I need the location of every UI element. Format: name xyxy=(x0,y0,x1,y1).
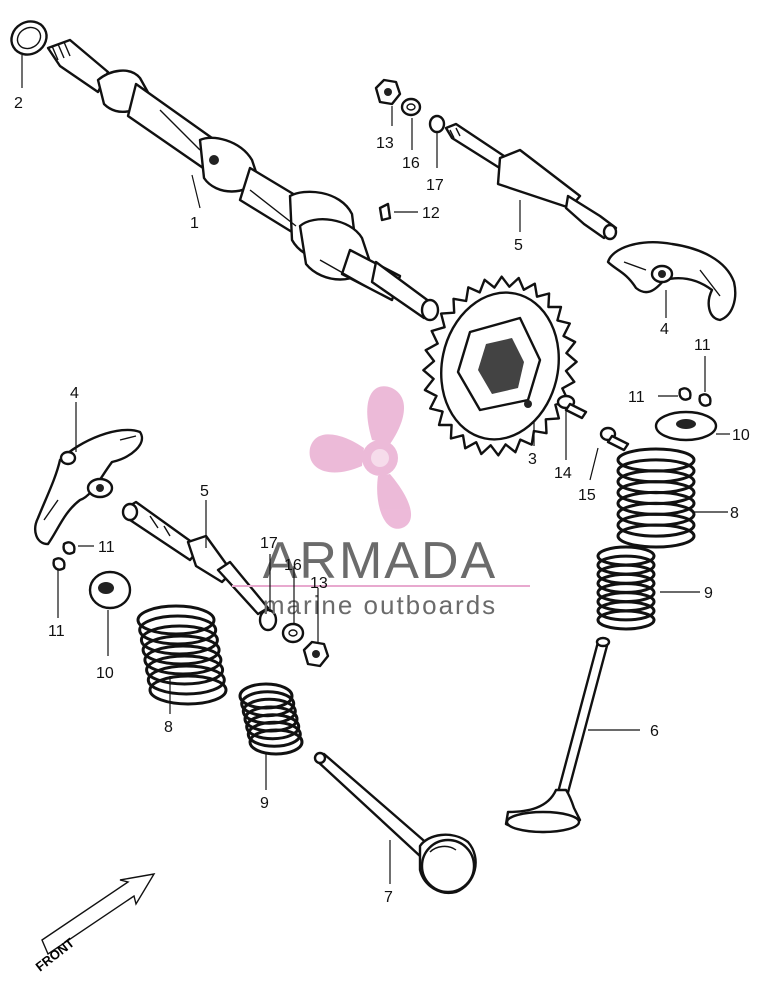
cotter-11-upper-b-part xyxy=(698,393,712,407)
spring-coil xyxy=(616,523,696,549)
callout-8: 8 xyxy=(164,719,173,736)
callout-4: 4 xyxy=(660,321,669,338)
nut-13-left-part xyxy=(302,640,330,668)
spring-coil xyxy=(616,512,696,538)
callout-5: 5 xyxy=(200,483,209,500)
spring-coil xyxy=(136,604,216,636)
rocker-shaft-5-upper-part xyxy=(444,122,618,241)
spring-coil xyxy=(138,614,218,646)
rocker-arm-4-left-part xyxy=(34,428,144,546)
callout-11: 11 xyxy=(628,389,645,406)
spring-coil xyxy=(245,713,301,741)
spring-coil xyxy=(246,720,302,748)
callout-10: 10 xyxy=(96,665,114,682)
watermark-brand: ARMADA xyxy=(263,532,497,590)
callout-6: 6 xyxy=(650,723,659,740)
callout-13: 13 xyxy=(310,575,328,592)
callout-11: 11 xyxy=(694,337,711,354)
callout-17: 17 xyxy=(260,535,278,552)
callout-11: 11 xyxy=(48,623,65,640)
spring-8-upper-part xyxy=(616,447,696,549)
callout-4: 4 xyxy=(70,385,79,402)
callout-7: 7 xyxy=(384,889,393,906)
spring-coil xyxy=(596,609,656,631)
valve-6-part xyxy=(504,636,611,834)
callout-17: 17 xyxy=(426,177,444,194)
callout-13: 13 xyxy=(376,135,394,152)
callout-11: 11 xyxy=(98,539,115,556)
washer-2-part xyxy=(10,20,48,56)
callout-3: 3 xyxy=(528,451,537,468)
watermark-tagline: marine outboards xyxy=(263,590,497,620)
o-ring-17-upper-part xyxy=(428,114,446,134)
callouts: 2 1 13 16 17 12 5 4 11 11 10 3 14 15 8 9… xyxy=(14,95,750,906)
callout-15: 15 xyxy=(578,487,596,504)
spring-coil xyxy=(141,634,221,666)
callout-9: 9 xyxy=(704,585,713,602)
washer-16-upper-part xyxy=(400,97,422,117)
callout-5: 5 xyxy=(514,237,523,254)
cotter-11-upper-a-part xyxy=(678,387,692,401)
spring-coil xyxy=(248,728,304,756)
callout-12: 12 xyxy=(422,205,440,222)
callout-16: 16 xyxy=(284,557,302,574)
spring-coil xyxy=(143,644,223,676)
camshaft-part xyxy=(46,38,440,322)
callout-16: 16 xyxy=(402,155,420,172)
callout-8: 8 xyxy=(730,505,739,522)
rocker-shaft-5-left-part xyxy=(121,500,270,616)
bolt-14-part xyxy=(556,394,588,420)
callout-2: 2 xyxy=(14,95,23,112)
cotter-11-left-b-part xyxy=(52,557,66,571)
retainer-10-upper-part xyxy=(654,410,718,442)
spring-9-left-part xyxy=(238,682,304,756)
nut-13-upper-part xyxy=(374,78,402,106)
armada-logo-icon xyxy=(309,386,412,529)
cotter-11-left-a-part xyxy=(62,541,76,555)
pin-12-part xyxy=(378,202,392,222)
callout-9: 9 xyxy=(260,795,269,812)
o-ring-17-left-part xyxy=(258,608,278,632)
retainer-10-left-part xyxy=(88,570,132,610)
bolt-15-part xyxy=(599,426,630,452)
leader-lines xyxy=(21,55,730,884)
spring-8-left-part xyxy=(136,604,228,706)
spring-coil xyxy=(139,624,219,656)
callout-10: 10 xyxy=(732,427,750,444)
spring-coil xyxy=(146,664,226,696)
rocker-arm-4-upper-part xyxy=(606,241,737,322)
spring-9-upper-part xyxy=(596,545,656,631)
spring-coil xyxy=(148,674,228,706)
front-label: FRONT xyxy=(33,935,78,974)
valve-7-part xyxy=(313,751,477,895)
washer-16-left-part xyxy=(281,622,305,644)
spring-coil xyxy=(145,654,225,686)
cam-sprocket-3-part xyxy=(422,275,578,457)
front-arrow-icon xyxy=(41,873,156,956)
callout-14: 14 xyxy=(554,465,572,482)
callout-1: 1 xyxy=(190,215,199,232)
spring-coil xyxy=(596,600,656,622)
